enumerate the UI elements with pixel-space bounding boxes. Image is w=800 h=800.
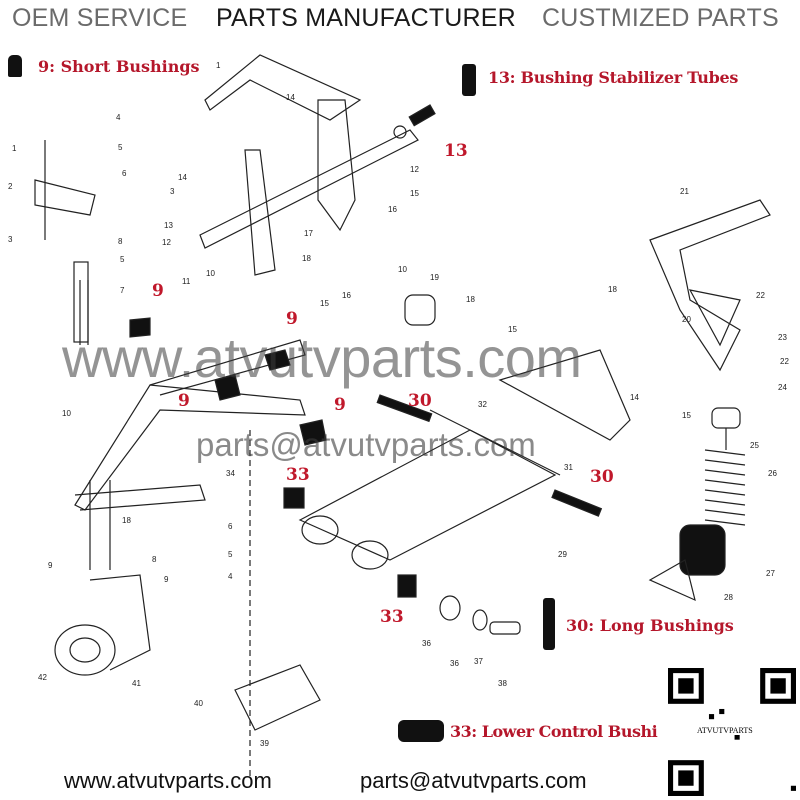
part-number: 22 [780,357,789,366]
part-number: 9 [48,561,53,570]
part-number: 16 [388,205,397,214]
part-number: 25 [750,441,759,450]
callout-label: 33 [286,465,310,485]
part-number: 28 [724,593,733,602]
part-number: 21 [680,187,689,196]
lower-control-bushing-icon [398,720,444,742]
part-number: 12 [162,238,171,247]
part-number: 10 [398,265,407,274]
part-number: 29 [558,550,567,559]
part-number: 9 [164,575,169,584]
part-number: 8 [152,555,157,564]
part-number: 39 [260,739,269,748]
part-number: 18 [466,295,475,304]
part-number: 19 [430,273,439,282]
part-number: 27 [766,569,775,578]
long-bushing-icon [543,598,555,650]
header-customized-parts: CUSTMIZED PARTS [542,4,779,32]
part-number: 6 [228,522,233,531]
part-number: 36 [450,659,459,668]
part-number: 15 [508,325,517,334]
part-number: 5 [228,550,233,559]
part-number: 22 [756,291,765,300]
part-number: 1 [216,61,221,70]
steering-knuckle [54,480,151,676]
upper-frame [79,54,419,345]
footer-email: parts@atvutvparts.com [360,768,587,793]
part-number: 18 [302,254,311,263]
part-number: 3 [170,187,175,196]
part-number: 15 [682,411,691,420]
skid-guard [234,664,321,731]
part-number: 31 [564,463,573,472]
legend-stabilizer-tubes: 13: Bushing Stabilizer Tubes [488,68,739,87]
part-number: 4 [116,113,121,122]
part-number: 34 [226,469,235,478]
part-number: 37 [474,657,483,666]
callout-label: 30 [590,467,614,487]
part-number: 16 [342,291,351,300]
lower-a-arm [298,409,561,570]
part-number: 15 [410,189,419,198]
part-number: 14 [178,173,187,182]
part-number: 15 [320,299,329,308]
part-number: 10 [206,269,215,278]
part-number: 8 [118,237,123,246]
part-number: 38 [498,679,507,688]
shock-absorber [648,407,746,602]
part-number: 6 [122,169,127,178]
legend-short-bushings: 9: Short Bushings [38,57,200,76]
hardware-parts [129,104,603,635]
part-number: 10 [62,409,71,418]
part-number: 14 [630,393,639,402]
part-number: 42 [38,673,47,682]
part-number: 20 [682,315,691,324]
part-number: 5 [118,143,123,152]
part-number: 2 [8,182,13,191]
short-bushing-icon [8,55,22,77]
upper-a-arm [74,339,306,511]
part-number: 23 [778,333,787,342]
watermark-email: parts@atvutvparts.com [196,426,536,463]
header-oem-service: OEM SERVICE [12,4,188,32]
part-number: 26 [768,469,777,478]
qr-label: ATVUTVPARTS [696,726,754,735]
part-number: 3 [8,235,13,244]
callout-label: 30 [408,391,432,411]
part-number: 24 [778,383,787,392]
part-number: 41 [132,679,141,688]
part-number: 12 [410,165,419,174]
header-parts-manufacturer: PARTS MANUFACTURER [216,4,516,32]
part-number: 17 [304,229,313,238]
callout-label: 13 [444,141,468,161]
left-bracket [34,140,96,343]
part-number: 13 [164,221,173,230]
watermark-website: www.atvutvparts.com [62,326,582,389]
callout-label: 9 [334,395,346,415]
part-number: 14 [286,93,295,102]
part-number: 32 [478,400,487,409]
part-number: 1 [12,144,17,153]
callout-label: 9 [178,391,190,411]
part-number: 7 [120,286,125,295]
footer-website: www.atvutvparts.com [64,768,272,793]
part-number: 18 [608,285,617,294]
callout-label: 9 [152,281,164,301]
legend-lower-control-bushing: 33: Lower Control Bushi [450,722,658,741]
stabilizer-tube-icon [462,64,476,96]
part-number: 36 [422,639,431,648]
callout-label: 9 [286,309,298,329]
legend-long-bushings: 30: Long Bushings [566,616,734,635]
part-number: 5 [120,255,125,264]
callout-label: 33 [380,607,404,627]
part-number: 18 [122,516,131,525]
part-number: 11 [182,277,191,286]
part-number: 40 [194,699,203,708]
right-frame [498,199,771,441]
part-number: 4 [228,572,233,581]
